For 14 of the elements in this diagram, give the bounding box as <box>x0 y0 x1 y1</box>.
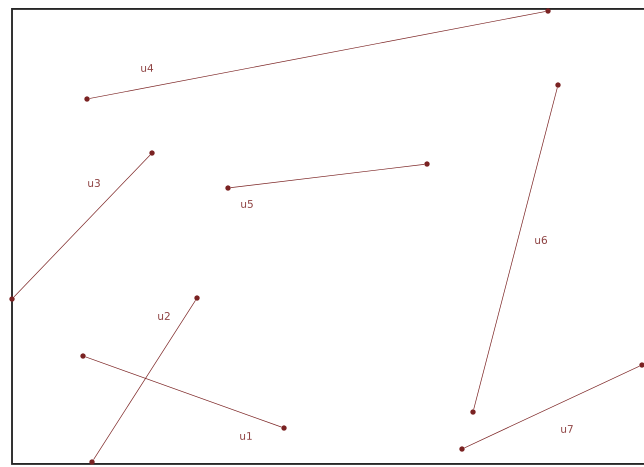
edge-label: u3 <box>86 178 102 188</box>
line-segment <box>14 154 150 298</box>
edge-label: u7 <box>559 424 575 434</box>
line-segment <box>230 164 424 188</box>
line-segment <box>85 356 282 428</box>
line-segment <box>473 87 558 410</box>
edge-label: u6 <box>533 234 549 246</box>
edge-label: u4 <box>139 62 155 74</box>
line-segment <box>93 300 196 460</box>
line-segment <box>464 366 640 448</box>
edge-label: u1 <box>238 430 254 442</box>
edge-label: u2 <box>156 310 172 322</box>
line-segment <box>90 11 546 99</box>
edge-label: u5 <box>239 198 255 210</box>
